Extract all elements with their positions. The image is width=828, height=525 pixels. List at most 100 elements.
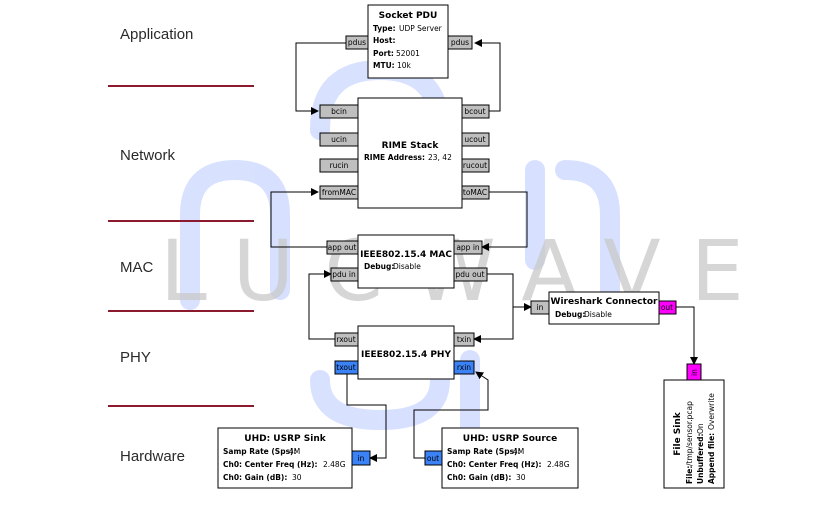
usrp-sink-param-value: 2.48G — [323, 460, 346, 469]
edge-rime-tomac-to-mac — [481, 191, 528, 251]
port-rime-bcin[interactable]: bcin — [319, 104, 359, 119]
usrp-sink-param-key: Ch0: Center Freq (Hz): — [223, 460, 318, 469]
rime-address-key: RIME Address: — [364, 153, 425, 162]
port-rime-ucout[interactable]: ucout — [461, 132, 490, 147]
usrp-source-param-key: Ch0: Center Freq (Hz): — [447, 460, 542, 469]
file-sink-param-value: /tmp/sensor.pcap — [685, 401, 694, 466]
socket-pdu-param-value: 10k — [397, 61, 412, 70]
mac-debug-key: Debug: — [364, 262, 394, 271]
port-label: fromMAC — [322, 188, 356, 197]
port-label: txin — [457, 335, 471, 344]
port-wireshark-in[interactable]: in — [530, 300, 550, 315]
port-mac-app-out[interactable]: app out — [326, 240, 359, 255]
socket-pdu-param-key: MTU: — [373, 61, 395, 70]
block-rime-stack[interactable]: RIME Stack RIME Address: 23, 42 — [357, 97, 463, 209]
port-phy-txout[interactable]: txout — [334, 360, 359, 375]
port-file-sink-in[interactable]: in — [686, 363, 702, 381]
edge-rime-bcout-to-socket — [474, 39, 501, 112]
port-mac-app-in[interactable]: app in — [453, 240, 483, 255]
port-label: rxin — [457, 363, 471, 372]
block-phy[interactable]: IEEE802.15.4 PHY — [357, 325, 455, 380]
port-label: rucout — [463, 161, 487, 170]
socket-pdu-param-key: Host: — [373, 36, 395, 45]
port-label: ucin — [331, 135, 347, 144]
usrp-source-param-value: 4M — [513, 447, 524, 456]
rime-address-value: 23, 42 — [428, 153, 452, 162]
socket-pdu-param-value: 52001 — [396, 49, 420, 58]
port-phy-txin[interactable]: txin — [453, 332, 475, 347]
phy-title: IEEE802.15.4 PHY — [361, 350, 451, 360]
socket-pdu-param-key: Port: — [373, 49, 394, 58]
block-file-sink[interactable]: File Sink File: /tmp/sensor.pcap Unbuffe… — [663, 379, 725, 489]
port-label: out — [661, 303, 673, 312]
edge-phy-txout-to-usrp-sink — [346, 374, 387, 462]
block-usrp-sink[interactable]: UHD: USRP Sink Samp Rate (Sps): 4M Ch0: … — [217, 427, 353, 489]
block-mac[interactable]: IEEE802.15.4 MAC Debug: Disable — [357, 234, 455, 289]
usrp-source-title: UHD: USRP Source — [463, 434, 557, 444]
usrp-sink-title: UHD: USRP Sink — [244, 434, 326, 444]
port-label: pdu out — [456, 270, 485, 279]
port-label: app out — [328, 243, 357, 252]
layer-dividers — [108, 85, 254, 407]
block-usrp-source[interactable]: UHD: USRP Source Samp Rate (Sps): 4M Ch0… — [441, 427, 579, 489]
port-label: pdu in — [332, 270, 356, 279]
port-label: in — [690, 369, 699, 376]
port-rime-ucin[interactable]: ucin — [319, 132, 359, 147]
file-sink-param-value: Overwrite — [707, 393, 716, 430]
file-sink-param-value: On — [696, 423, 705, 434]
port-label: pdus — [348, 38, 366, 47]
port-mac-pdu-in[interactable]: pdu in — [330, 267, 359, 282]
usrp-source-param-value: 30 — [516, 473, 526, 482]
usrp-sink-param-key: Samp Rate (Sps): — [223, 447, 296, 456]
port-usrp-sink-in[interactable]: in — [351, 450, 371, 466]
port-label: in — [358, 454, 365, 463]
layer-label-application: Application — [120, 26, 193, 43]
port-socket-pdus-in[interactable]: pdus — [345, 35, 369, 50]
port-phy-rxin[interactable]: rxin — [453, 360, 475, 375]
block-socket-pdu[interactable]: Socket PDU Type: UDP Server Host: Port: … — [367, 4, 449, 79]
port-wireshark-out[interactable]: out — [658, 300, 677, 315]
file-sink-param-key: File: — [685, 466, 694, 484]
file-sink-param-key: Append file: — [707, 433, 716, 484]
usrp-source-param-key: Samp Rate (Sps): — [447, 447, 520, 456]
port-rime-rucin[interactable]: rucin — [319, 158, 359, 173]
port-socket-pdus-out[interactable]: pdus — [447, 35, 473, 50]
port-label: out — [427, 454, 439, 463]
port-label: txout — [336, 363, 355, 372]
wireshark-debug-key: Debug: — [555, 310, 585, 319]
usrp-sink-param-key: Ch0: Gain (dB): — [223, 473, 287, 482]
port-label: pdus — [451, 38, 469, 47]
port-phy-rxout[interactable]: rxout — [334, 332, 359, 347]
block-wireshark-connector[interactable]: Wireshark Connector Debug: Disable — [548, 291, 660, 325]
port-rime-tomac[interactable]: toMAC — [461, 185, 490, 200]
usrp-sink-param-value: 30 — [292, 473, 302, 482]
socket-pdu-param-value: UDP Server — [399, 24, 443, 33]
port-label: rucin — [330, 161, 349, 170]
port-mac-pdu-out[interactable]: pdu out — [453, 267, 488, 282]
wireshark-debug-value: Disable — [584, 310, 612, 319]
usrp-sink-param-value: 4M — [289, 447, 300, 456]
port-rime-bcout[interactable]: bcout — [461, 104, 490, 119]
file-sink-param-key: Unbuffered: — [696, 434, 705, 484]
port-label: app in — [456, 243, 480, 252]
port-label: bcin — [331, 107, 347, 116]
mac-debug-value: Disable — [393, 262, 421, 271]
layer-label-hardware: Hardware — [120, 448, 185, 465]
port-label: bcout — [464, 107, 485, 116]
rime-stack-title: RIME Stack — [382, 141, 440, 151]
edge-phy-rxout-to-mac — [308, 270, 335, 340]
port-label: rxout — [336, 335, 355, 344]
layer-label-phy: PHY — [120, 349, 151, 366]
port-rime-rucout[interactable]: rucout — [461, 158, 490, 173]
port-label: ucout — [464, 135, 485, 144]
usrp-source-param-value: 2.48G — [547, 460, 570, 469]
port-usrp-source-out[interactable]: out — [424, 450, 443, 466]
edge-socket-to-rime-bcin — [295, 42, 346, 115]
socket-pdu-param-key: Type: — [373, 24, 396, 33]
wireshark-title: Wireshark Connector — [551, 297, 658, 307]
port-rime-frommac[interactable]: fromMAC — [319, 185, 359, 200]
edge-wireshark-to-filesink — [676, 306, 698, 365]
usrp-source-param-key: Ch0: Gain (dB): — [447, 473, 511, 482]
layer-label-mac: MAC — [120, 259, 154, 276]
